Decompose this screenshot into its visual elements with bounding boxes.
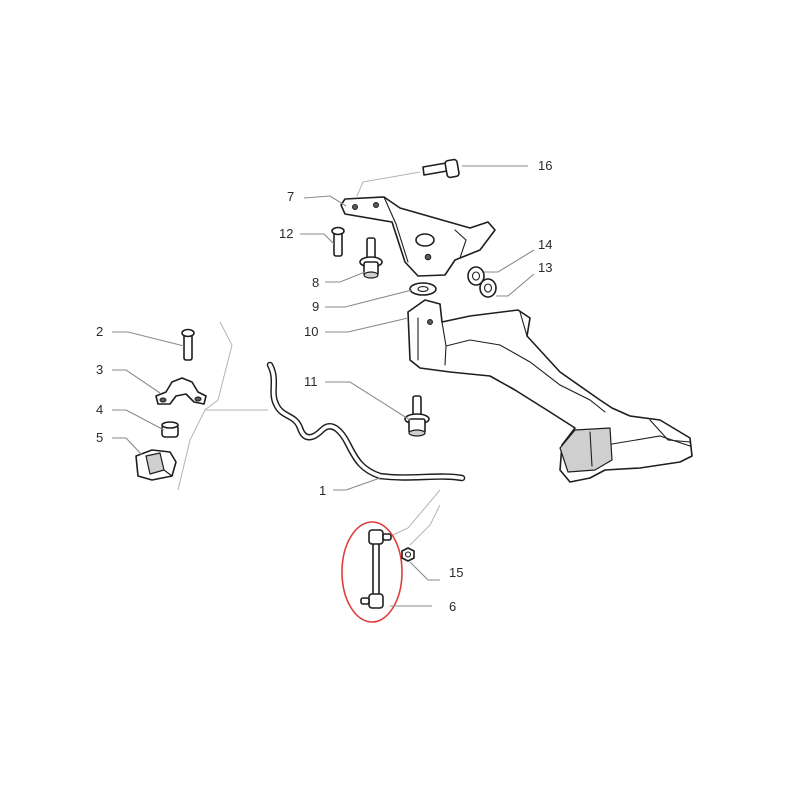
callout-8: 8 bbox=[312, 275, 319, 290]
callout-3: 3 bbox=[96, 362, 103, 377]
part-8-flange-bolt bbox=[359, 237, 383, 279]
part-2-bolt bbox=[181, 328, 195, 361]
part-13-washer bbox=[479, 278, 497, 298]
part-5-rubber-bush bbox=[135, 449, 177, 481]
callout-13: 13 bbox=[538, 260, 552, 275]
callout-labels: 16 7 12 14 13 8 9 10 2 3 11 4 5 1 15 6 bbox=[96, 158, 552, 614]
callout-15: 15 bbox=[449, 565, 463, 580]
part-4-bushing bbox=[161, 421, 179, 438]
part-16-bolt bbox=[422, 158, 460, 179]
assembly-guide-lines bbox=[177, 171, 441, 546]
callout-1: 1 bbox=[319, 483, 326, 498]
callout-14: 14 bbox=[538, 237, 552, 252]
part-10-subframe bbox=[407, 299, 693, 483]
callout-16: 16 bbox=[538, 158, 552, 173]
part-12-bolt bbox=[331, 226, 345, 257]
part-11-flange-bolt bbox=[404, 395, 430, 437]
callout-6: 6 bbox=[449, 599, 456, 614]
part-1-stabilizer-bar bbox=[266, 361, 466, 482]
callout-10: 10 bbox=[304, 324, 318, 339]
part-7-bracket bbox=[340, 196, 496, 277]
callout-4: 4 bbox=[96, 402, 103, 417]
highlight-ring bbox=[341, 521, 403, 623]
leader-lines bbox=[112, 165, 535, 607]
part-3-clamp bbox=[155, 377, 207, 405]
part-9-flat-washer bbox=[409, 282, 437, 296]
callout-7: 7 bbox=[287, 189, 294, 204]
part-6-stabilizer-link bbox=[360, 529, 392, 609]
callout-2: 2 bbox=[96, 324, 103, 339]
callout-11: 11 bbox=[304, 374, 318, 389]
callout-5: 5 bbox=[96, 430, 103, 445]
callout-9: 9 bbox=[312, 299, 319, 314]
part-15-nut bbox=[401, 547, 415, 562]
part-14-washer bbox=[467, 266, 485, 286]
callout-12: 12 bbox=[279, 226, 293, 241]
